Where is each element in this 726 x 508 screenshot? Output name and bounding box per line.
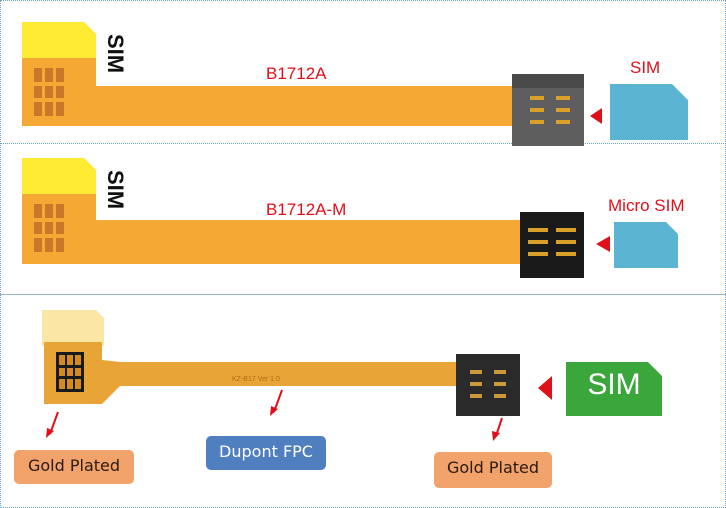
fpc-body — [22, 194, 528, 264]
micro-sim-socket — [520, 212, 584, 278]
slot-label-micro-sim: Micro SIM — [608, 196, 685, 215]
model-label-b1712a-m: B1712A-M — [266, 200, 347, 219]
photo-sim-end — [42, 310, 104, 346]
model-label-b1712a: B1712A — [266, 64, 327, 83]
insert-arrow — [596, 236, 610, 252]
photo-sim-socket — [456, 354, 520, 416]
badge-gold-plated-right: Gold Plated — [434, 452, 552, 488]
sim-yellow-end — [22, 158, 96, 196]
panel-divider-top — [0, 143, 726, 144]
pointer-arrows — [46, 389, 503, 441]
card-side-label-1: SIM — [103, 34, 128, 74]
contact-pads — [34, 204, 64, 252]
socket-pins — [530, 96, 570, 124]
cable-print-text: KZ-B17 Ver 1.0 — [232, 376, 280, 383]
sim-card-blue — [610, 84, 688, 140]
insert-arrow — [538, 376, 552, 400]
card-side-label-2: SIM — [103, 170, 128, 210]
slot-label-sim: SIM — [630, 58, 661, 77]
contact-pads — [34, 68, 64, 116]
photo-fpc-body — [44, 342, 470, 404]
badge-gold-plated-left: Gold Plated — [14, 450, 134, 484]
cable-b1712a — [22, 22, 688, 146]
sim-yellow-end — [22, 22, 96, 60]
socket-pins — [528, 228, 576, 256]
photo-fpc-cable — [42, 310, 662, 416]
insert-arrow — [590, 108, 602, 124]
panel-divider-main — [0, 294, 726, 295]
badge-dupont-fpc: Dupont FPC — [206, 436, 326, 470]
micro-sim-card-blue — [614, 222, 678, 268]
cable-b1712a-m — [22, 158, 678, 278]
green-sim-card-label: SIM — [587, 368, 641, 401]
green-sim-card — [566, 362, 662, 416]
fpc-body — [22, 58, 528, 126]
